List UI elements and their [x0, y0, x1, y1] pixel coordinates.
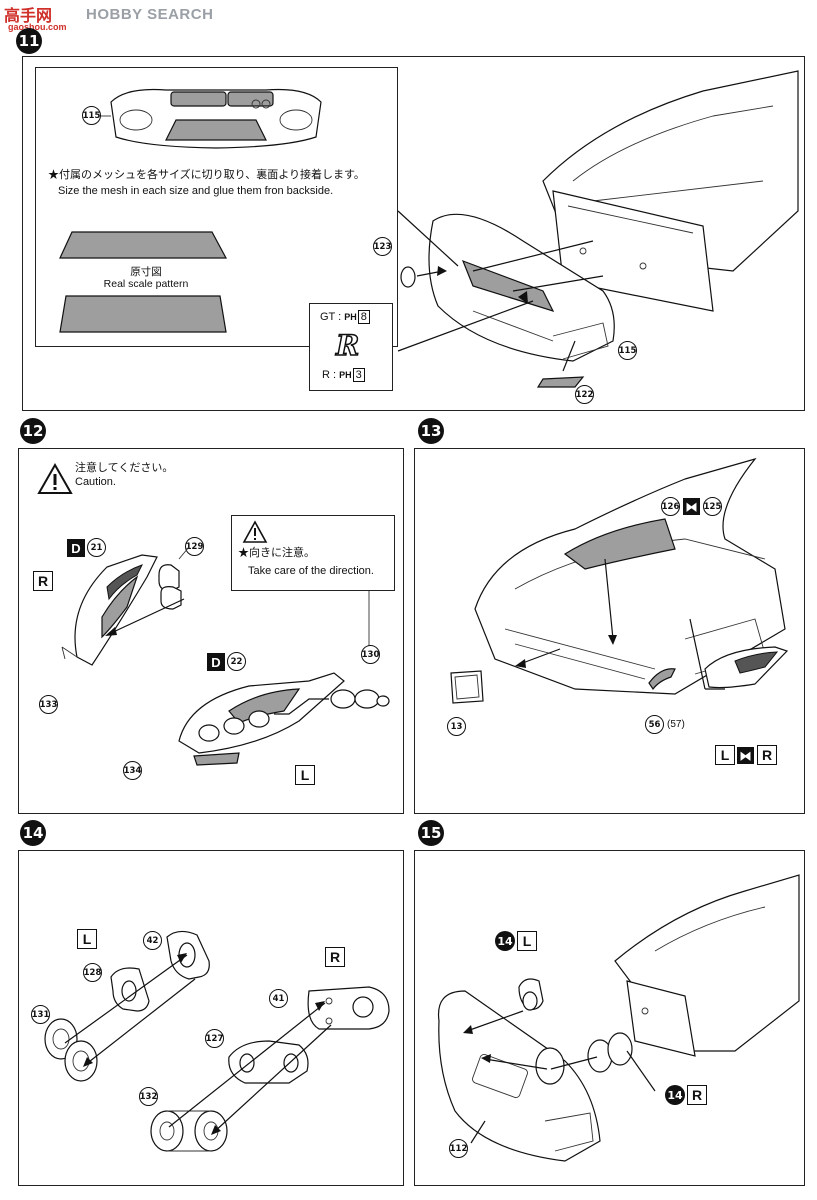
- part-57-label: (57): [667, 719, 685, 730]
- part-115-callout: 115: [82, 106, 101, 125]
- caution-jp: 注意してください。: [75, 462, 174, 474]
- direction-note-box: ★向きに注意。 Take care of the direction.: [231, 515, 395, 591]
- decal-gt-number: 8: [357, 310, 370, 324]
- step-13-number: 13: [418, 418, 444, 444]
- side-l-label-13: L: [715, 745, 735, 765]
- mesh-note-en: Size the mesh in each size and glue them…: [58, 185, 334, 197]
- part-112-callout: 112: [449, 1139, 468, 1158]
- side-r-label-15: R: [687, 1085, 707, 1105]
- step-12-number: 12: [20, 418, 46, 444]
- watermark-text: HOBBY SEARCH: [86, 6, 214, 23]
- part-133-callout: 133: [39, 695, 58, 714]
- warning-icon-small: [242, 520, 268, 543]
- step-11-panel: 115 ★付属のメッシュを各サイズに切り取り、裏面より接着します。 Size t…: [22, 56, 805, 411]
- leader-line: [274, 698, 329, 715]
- part-21-callout: 21: [87, 538, 106, 557]
- part-122-callout: 122: [575, 385, 594, 404]
- step-15-panel: 14 L 14 R 112: [414, 850, 805, 1186]
- caution-en: Caution.: [75, 476, 116, 488]
- part-129-callout: 129: [185, 537, 204, 556]
- part-130-callout: 130: [361, 645, 380, 664]
- mesh-pattern-small: [59, 231, 228, 259]
- car-body-drawing: [474, 457, 786, 695]
- mesh-callout-box: 115 ★付属のメッシュを各サイズに切り取り、裏面より接着します。 Size t…: [35, 67, 398, 347]
- right-duct-drawing: [61, 554, 158, 666]
- side-l-label: L: [295, 765, 315, 785]
- part-132-callout: 132: [139, 1087, 158, 1106]
- pair-icon-lr: ⧓: [737, 747, 754, 764]
- step-14-panel: L R 42 128 131 41 127 132: [18, 850, 404, 1186]
- direction-note-en: Take care of the direction.: [248, 565, 374, 577]
- side-r-label-14: R: [325, 947, 345, 967]
- part-128-callout: 128: [83, 963, 102, 982]
- front-grille-drawing: [110, 88, 322, 149]
- badge-d-22: D: [207, 653, 225, 671]
- step-15-number: 15: [418, 820, 444, 846]
- watermark-url: gaoshou.com: [8, 22, 67, 32]
- ref-step-14-r: 14: [665, 1085, 685, 1105]
- car-front-drawing: [397, 70, 799, 388]
- leader-line: [105, 598, 185, 636]
- step-11-number: 11: [16, 28, 42, 54]
- side-l-label-15: L: [517, 931, 537, 951]
- step-12-panel: 注意してください。 Caution. ★向きに注意。 Take care of …: [18, 448, 404, 814]
- part-130-drawing: [330, 689, 390, 709]
- step-14-number: 14: [20, 820, 46, 846]
- decal-prefix-gt: PH: [344, 312, 357, 322]
- part-41-callout: 41: [269, 989, 288, 1008]
- watermark-logo: 高手网: [4, 6, 53, 25]
- scale-label-jp: 原寸図: [130, 266, 162, 278]
- brake-duct-assembly-drawing: [44, 930, 390, 1152]
- decal-r-number: 3: [352, 368, 365, 382]
- decal-r-text: R :: [322, 369, 340, 381]
- part-126-callout: 126: [661, 497, 680, 516]
- front-bumper-assembly-drawing: [437, 874, 800, 1162]
- leader-line: [368, 591, 370, 646]
- mesh-pattern-large: [59, 295, 227, 333]
- part-56-callout: 56: [645, 715, 664, 734]
- gtr-badge-icon: R: [335, 328, 360, 363]
- pair-icon: ⧓: [683, 498, 700, 515]
- part-127-callout: 127: [205, 1029, 224, 1048]
- step-13-panel: 126 ⧓ 125 13 56 (57) L ⧓ R: [414, 448, 805, 814]
- part-56-drawing: [648, 668, 676, 691]
- part-42-callout: 42: [143, 931, 162, 950]
- badge-d-21: D: [67, 539, 85, 557]
- part-13-plate: [450, 670, 484, 704]
- side-l-label-14: L: [77, 929, 97, 949]
- direction-note-jp: ★向きに注意。: [238, 547, 315, 559]
- mesh-note-jp: ★付属のメッシュを各サイズに切り取り、裏面より接着します。: [48, 169, 365, 181]
- leader-line: [101, 115, 111, 117]
- side-vent-drawing: [689, 618, 789, 690]
- warning-icon: [37, 462, 73, 494]
- side-r-label-13: R: [757, 745, 777, 765]
- part-123-callout: 123: [373, 237, 392, 256]
- part-125-callout: 125: [703, 497, 722, 516]
- left-duct-drawing: [178, 672, 345, 766]
- part-115b-callout: 115: [618, 341, 637, 360]
- part-131-callout: 131: [31, 1005, 50, 1024]
- part-22-callout: 22: [227, 652, 246, 671]
- side-r-label: R: [33, 571, 53, 591]
- part-13-callout: 13: [447, 717, 466, 736]
- ref-step-14-l: 14: [495, 931, 515, 951]
- decal-gt-text: GT :: [320, 311, 345, 323]
- decal-prefix-r: PH: [339, 370, 352, 380]
- part-134-callout: 134: [123, 761, 142, 780]
- scale-label-en: Real scale pattern: [103, 278, 189, 290]
- part-129-drawing: [158, 546, 190, 610]
